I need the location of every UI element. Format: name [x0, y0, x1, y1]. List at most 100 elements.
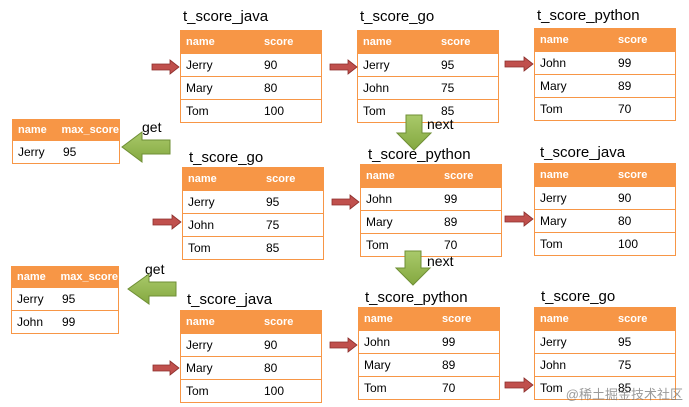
cell-name: Tom — [540, 237, 563, 251]
cell-name: John — [540, 358, 567, 372]
cell-name: Tom — [540, 381, 563, 395]
cell-name: Jerry — [186, 58, 213, 72]
cell-score: 85 — [441, 104, 455, 118]
cell-score: 95 — [618, 335, 632, 349]
cell-score: 99 — [444, 192, 458, 206]
table-row: Tom 70 — [361, 233, 501, 256]
cell-score: max_score — [61, 124, 120, 136]
table-row: John 99 — [535, 51, 675, 74]
table-title: t_score_java — [540, 144, 626, 161]
cell-score: 85 — [618, 381, 632, 395]
table-row: John 75 — [535, 353, 675, 376]
cell-name: Jerry — [17, 292, 44, 306]
cell-name: Mary — [366, 215, 393, 229]
cell-name: Jerry — [540, 191, 567, 205]
cell-name: Tom — [540, 102, 563, 116]
cell-name: Mary — [540, 214, 567, 228]
pointer-arrow — [329, 337, 358, 353]
cell-score: score — [444, 170, 474, 182]
table-row: Tom 85 — [358, 99, 498, 122]
cell-score: score — [618, 313, 648, 325]
cell-score: 95 — [266, 195, 280, 209]
get-arrow — [127, 273, 177, 305]
cell-score: score — [618, 169, 648, 181]
cell-score: 89 — [444, 215, 458, 229]
cell-name: Mary — [186, 361, 213, 375]
cell-score: 100 — [264, 384, 285, 398]
pointer-arrow — [152, 360, 180, 376]
table-title: t_score_go — [360, 8, 435, 25]
cell-name: John — [540, 56, 567, 70]
table-title: t_score_python — [537, 7, 640, 24]
table-header: name score — [535, 308, 675, 330]
watermark: @稀土掘金技术社区 — [565, 387, 683, 402]
cell-score: 85 — [266, 241, 280, 255]
cell-name: Tom — [186, 384, 209, 398]
cell-name: name — [366, 170, 395, 182]
table-title: t_score_java — [183, 8, 269, 25]
cell-name: John — [188, 218, 215, 232]
cell-name: Tom — [188, 241, 211, 255]
cell-name: Jerry — [186, 338, 213, 352]
cell-score: 99 — [618, 56, 632, 70]
cell-name: name — [188, 173, 217, 185]
cell-score: 100 — [618, 237, 639, 251]
cell-score: score — [441, 36, 471, 48]
table-title: t_score_python — [365, 289, 468, 306]
cell-name: Jerry — [540, 335, 567, 349]
table-row: Mary 89 — [361, 210, 501, 233]
cell-name: Jerry — [18, 145, 45, 159]
cell-score: 90 — [618, 191, 632, 205]
cell-score: score — [264, 316, 294, 328]
next-label: next — [427, 253, 454, 269]
get-label: get — [145, 261, 165, 277]
cell-name: name — [186, 316, 215, 328]
cell-score: 75 — [618, 358, 632, 372]
cell-score: max_score — [60, 271, 119, 283]
pointer-arrow — [504, 56, 534, 72]
cell-name: Tom — [186, 104, 209, 118]
table-row: Tom 85 — [535, 376, 675, 399]
get-arrow — [121, 131, 171, 163]
cell-score: 80 — [264, 361, 278, 375]
cell-name: name — [18, 124, 47, 136]
cell-name: Tom — [366, 238, 389, 252]
table-go: name score Jerry 95 John 75 Tom 85 — [534, 307, 676, 400]
cell-name: Tom — [363, 104, 386, 118]
table-title: t_score_python — [368, 146, 471, 163]
cell-name: name — [540, 313, 569, 325]
cell-score: 90 — [264, 58, 278, 72]
cell-score: 95 — [62, 292, 76, 306]
cell-score: 70 — [444, 238, 458, 252]
cell-score: 99 — [62, 315, 76, 329]
table-row: Tom 85 — [183, 236, 323, 259]
col-name: name — [186, 36, 215, 48]
cell-name: name — [540, 34, 569, 46]
table-header: name score — [183, 168, 323, 190]
cell-score: score — [266, 173, 296, 185]
cell-name: Mary — [364, 358, 391, 372]
cell-name: Tom — [364, 381, 387, 395]
table-title: t_score_go — [189, 149, 264, 166]
table-title: t_score_java — [187, 291, 273, 308]
table-row: Tom 100 — [535, 232, 675, 255]
pointer-arrow — [329, 59, 358, 75]
table-header: name max_score — [13, 120, 119, 140]
